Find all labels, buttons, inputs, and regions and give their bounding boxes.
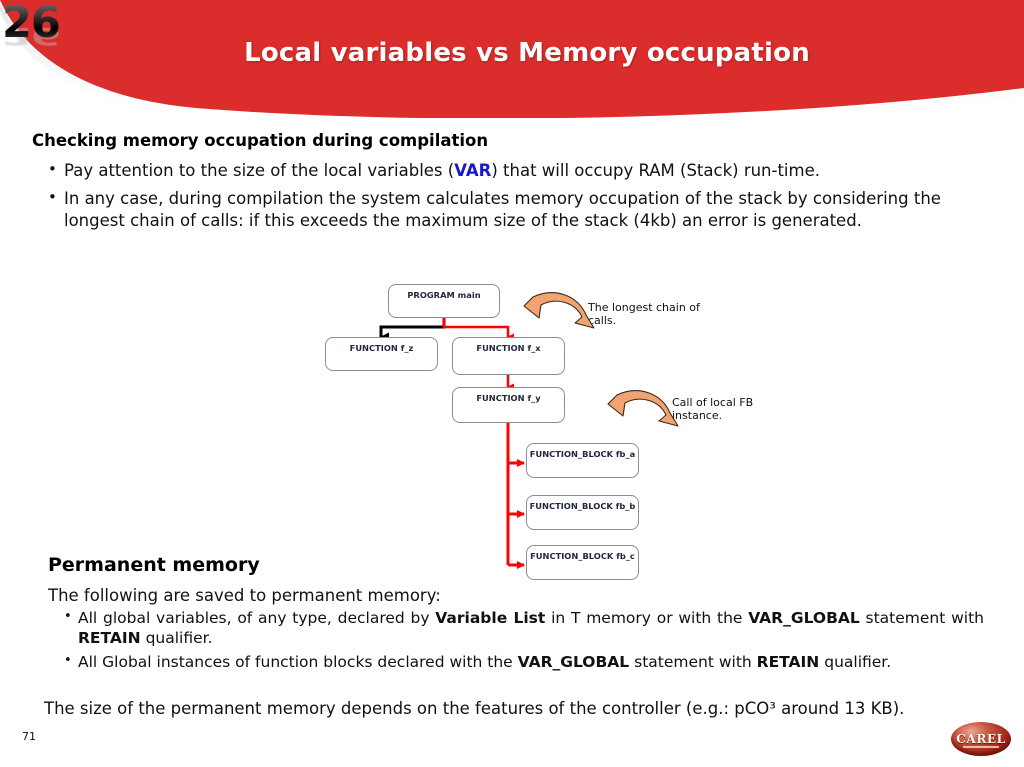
bullet1-post: ) that will occupy RAM (Stack) run-time. [491,161,820,180]
emphasis-text: VAR_GLOBAL [517,653,630,671]
carel-logo-oval [951,722,1011,756]
page-title: Local variables vs Memory occupation [244,38,810,68]
annotation-line: instance. [672,409,723,423]
checking-section-heading: Checking memory occupation during compil… [32,131,489,150]
carel-logo: CAREL [951,722,1011,760]
annotation-line: Call of local FB [672,396,754,409]
curved-arrow-icon [607,390,679,427]
diagram-box-function-f-z: FUNCTION f_z [325,337,438,371]
permanent-memory-heading: Permanent memory [48,554,260,576]
diagram-box-label: FUNCTION f_z [349,343,414,353]
slide-header: 26 26 Local variables vs Memory occupati… [0,0,1024,120]
list-item-text: All global variables, of any type, decla… [78,608,984,648]
permanent-memory-intro: The following are saved to permanent mem… [48,586,441,605]
list-item: • All Global instances of function block… [64,652,984,672]
diagram-box-label: FUNCTION f_x [476,343,541,353]
slide-number: 26 [2,0,61,48]
carel-logo-text: CAREL [956,732,1006,746]
diagram-box-function-block-fb-a: FUNCTION_BLOCK fb_a [526,443,639,478]
bullet-marker-icon: • [64,609,72,624]
list-item-text: Pay attention to the size of the local v… [64,160,978,182]
bullet1-highlight: VAR [454,161,492,180]
bullet-marker-icon: • [48,160,57,178]
diagram-box-label: PROGRAM main [407,290,481,300]
diagram-connectors [379,317,525,569]
diagram-box-function-block-fb-b: FUNCTION_BLOCK fb_b [526,495,639,530]
plain-text: statement with [859,609,984,627]
bullet1-pre: Pay attention to the size of the local v… [64,161,455,180]
diagram-box-label: FUNCTION f_y [476,393,541,403]
plain-text: in T memory or with the [545,609,749,627]
annotation-longest-chain: The longest chain of calls. [588,301,728,328]
diagram-box-label: FUNCTION_BLOCK fb_b [529,501,636,511]
curved-arrow-icon [523,292,595,329]
list-item: • Pay attention to the size of the local… [48,160,978,182]
diagram-box-program-main: PROGRAM main [388,284,500,318]
bullet-marker-icon: • [64,653,72,668]
diagram-box-function-block-fb-c: FUNCTION_BLOCK fb_c [526,545,639,580]
plain-text: All Global instances of function blocks … [78,653,518,671]
emphasis-text: VAR_GLOBAL [748,609,860,627]
callout-arrows [523,292,679,427]
carel-logo-underline [963,746,999,748]
diagram-box-function-f-y: FUNCTION f_y [452,387,565,423]
annotation-line: calls. [588,314,617,328]
annotation-line: The longest chain of [588,301,700,314]
call-chain-diagram: PROGRAM main FUNCTION f_z FUNCTION f_x F… [320,275,753,585]
header-red-band [0,0,1024,118]
list-item-text: In any case, during compilation the syst… [64,189,941,230]
list-item-text: All Global instances of function blocks … [78,652,984,672]
diagram-box-label: FUNCTION_BLOCK fb_c [530,551,635,561]
plain-text: statement with [629,653,757,671]
bullet-marker-icon: • [48,188,57,206]
permanent-memory-tail: The size of the permanent memory depends… [44,699,905,718]
annotation-local-fb: Call of local FB instance. [672,396,812,423]
emphasis-text: RETAIN [78,629,141,648]
list-item: • In any case, during compilation the sy… [48,188,978,232]
list-item: • All global variables, of any type, dec… [64,608,984,648]
emphasis-text: Variable List [435,609,546,627]
plain-text: All global variables, of any type, decla… [78,609,436,627]
diagram-box-label: FUNCTION_BLOCK fb_a [529,449,636,459]
plain-text: qualifier. [140,629,213,648]
plain-text: qualifier. [819,653,892,671]
page-number: 71 [22,730,36,743]
emphasis-text: RETAIN [756,653,820,671]
